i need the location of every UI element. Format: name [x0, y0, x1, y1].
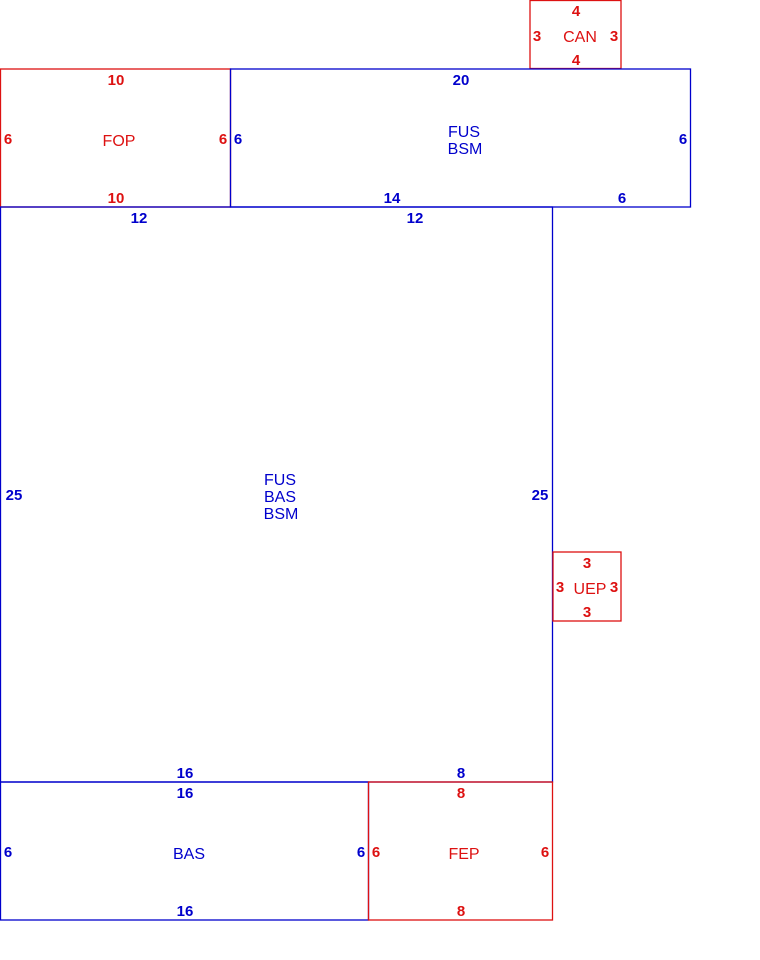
room-fep-name-0: FEP [448, 846, 479, 863]
room-can: CAN 4 4 3 3 [529, 0, 622, 70]
room-fop-dim-right: 6 [219, 131, 227, 148]
room-fop: FOP 10 10 6 6 [0, 68, 232, 208]
room-fus-bas-bsm-name-0: FUS [264, 472, 296, 489]
room-fus-bsm: FUS BSM 20 14 6 6 6 [229, 68, 692, 208]
room-fus-bas-bsm-dim-bottom-left: 16 [177, 765, 194, 782]
room-fep: FEP 8 8 6 6 [367, 781, 554, 921]
room-uep: UEP 3 3 3 3 [552, 551, 622, 622]
room-fus-bsm-dim-bottom-left: 14 [384, 190, 401, 207]
room-fus-bsm-dim-top: 20 [453, 72, 470, 89]
room-can-dim-bottom: 4 [572, 52, 581, 69]
room-can-dim-left: 3 [533, 28, 541, 45]
room-bas-dim-bottom: 16 [177, 903, 194, 920]
room-fus-bsm-name-1: BSM [448, 141, 483, 158]
room-fus-bsm-dim-left: 6 [234, 131, 242, 148]
room-uep-dim-left: 3 [556, 579, 564, 596]
room-fep-dim-bottom: 8 [457, 903, 465, 920]
room-fop-dim-left: 6 [4, 131, 12, 148]
room-fus-bsm-dim-right: 6 [679, 131, 687, 148]
room-fus-bas-bsm-name-2: BSM [264, 506, 299, 523]
room-fus-bas-bsm-dim-top-left: 12 [131, 210, 148, 227]
room-bas: BAS 16 16 6 6 [0, 781, 370, 921]
room-fus-bas-bsm-dim-bottom-right: 8 [457, 765, 465, 782]
room-fop-dim-top: 10 [108, 72, 125, 89]
room-can-dim-right: 3 [610, 28, 618, 45]
room-uep-outline [552, 551, 622, 622]
room-bas-dim-top: 16 [177, 785, 194, 802]
room-uep-name-0: UEP [574, 581, 607, 598]
room-fus-bas-bsm: FUS BAS BSM 12 12 25 25 16 8 [0, 206, 554, 783]
room-bas-name-0: BAS [173, 846, 205, 863]
room-fus-bas-bsm-dim-right: 25 [532, 487, 549, 504]
room-uep-dim-bottom: 3 [583, 604, 591, 621]
room-fop-name-0: FOP [103, 133, 136, 150]
room-fep-dim-left: 6 [372, 844, 380, 861]
room-fop-dim-bottom: 10 [108, 190, 125, 207]
room-fus-bas-bsm-name-1: BAS [264, 489, 296, 506]
room-bas-dim-left: 6 [4, 844, 12, 861]
room-fus-bsm-name-0: FUS [448, 124, 480, 141]
room-can-name-0: CAN [563, 29, 597, 46]
room-fep-dim-top: 8 [457, 785, 465, 802]
room-fep-outline [367, 781, 554, 921]
room-fus-bas-bsm-dim-top-right: 12 [407, 210, 424, 227]
room-uep-dim-right: 3 [610, 579, 618, 596]
room-fep-dim-right: 6 [541, 844, 549, 861]
room-fus-bas-bsm-dim-left: 25 [6, 487, 23, 504]
room-uep-dim-top: 3 [583, 555, 591, 572]
room-can-dim-top: 4 [572, 3, 581, 20]
room-bas-dim-right: 6 [357, 844, 365, 861]
room-fus-bsm-dim-bottom-right: 6 [618, 190, 626, 207]
